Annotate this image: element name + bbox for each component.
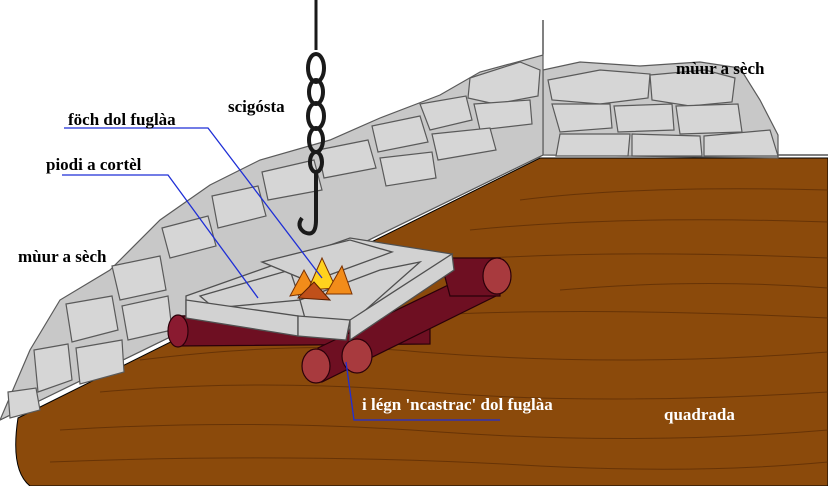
label-leader-lines [62,127,500,421]
label-wall-left: mùur a sèch [18,247,107,266]
label-chain: scigósta [228,97,285,116]
label-logs: i légn 'ncastrac' dol fuglàa [362,395,553,414]
label-fire: föch dol fuglàa [68,110,176,129]
chain-with-hook-icon [297,0,326,236]
label-stones: piodi a cortèl [46,155,142,174]
hearth-stone-slabs [185,237,455,342]
label-floor: quadrada [664,405,735,424]
dry-stone-wall-back [542,61,779,159]
dry-stone-wall-left [0,54,544,421]
label-wall-right: mùur a sèch [676,59,765,78]
flame-icon [289,256,353,301]
floor-grain [49,188,828,470]
